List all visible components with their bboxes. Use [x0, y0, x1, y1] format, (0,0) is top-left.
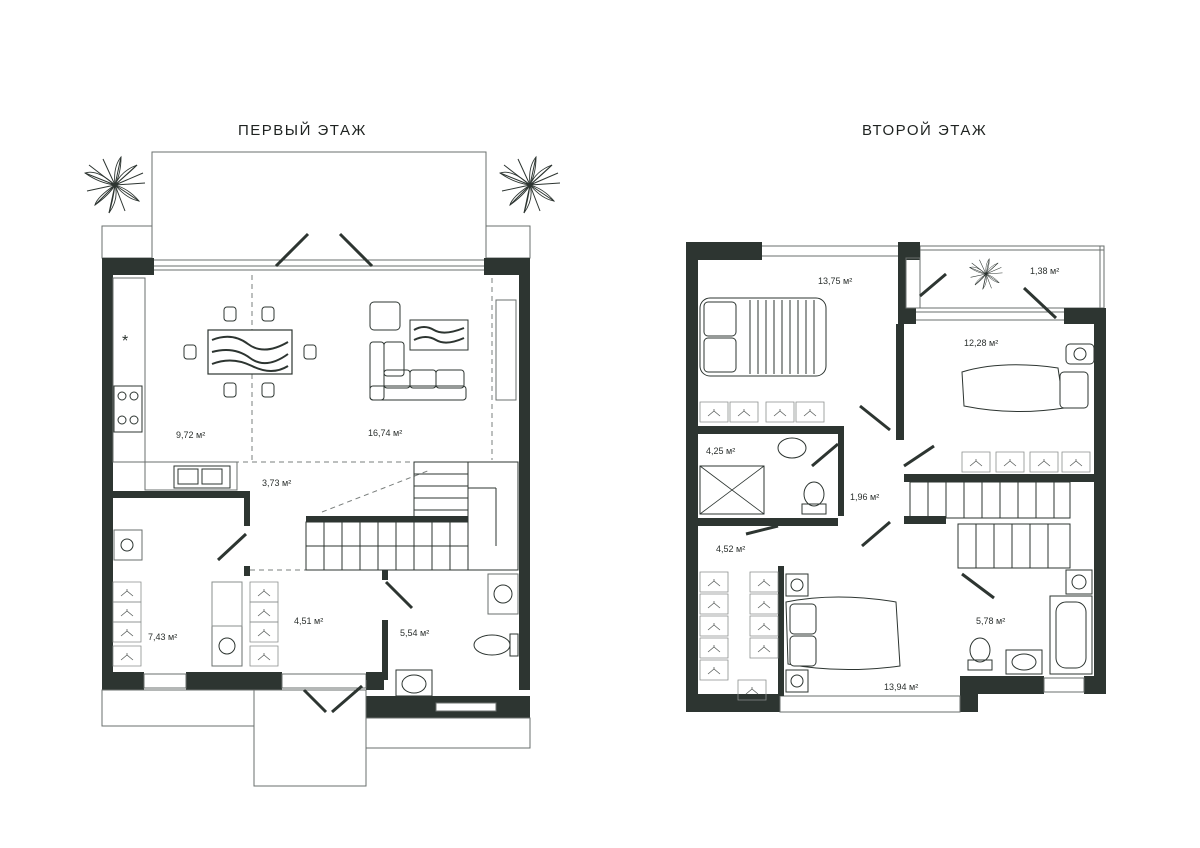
fridge-icon: *: [122, 333, 128, 350]
toilet-icon: [801, 481, 827, 515]
wardrobe-icon: [961, 451, 1091, 473]
room-area-label: 4,25 м²: [706, 446, 735, 456]
first-floor-title: ПЕРВЫЙ ЭТАЖ: [238, 122, 367, 139]
room-area-label: 13,75 м²: [818, 276, 852, 286]
room-area-label: 4,51 м²: [294, 616, 323, 626]
plant-icon: [499, 156, 561, 214]
room-area-label: 7,43 м²: [148, 632, 177, 642]
room-area-label: 13,94 м²: [884, 682, 918, 692]
exterior-walls: [686, 242, 1106, 712]
sofa-icon: [369, 301, 467, 401]
room-area-label: 12,28 м²: [964, 338, 998, 348]
balcony: [919, 245, 1105, 309]
first-floor-plan: *: [84, 151, 561, 787]
second-floor-title: ВТОРОЙ ЭТАЖ: [862, 122, 988, 139]
room-area-label: 1,38 м²: [1030, 266, 1059, 276]
room-area-label: 5,78 м²: [976, 616, 1005, 626]
sink-icon: [395, 669, 433, 697]
second-floor-plan: 13,75 м² 1,38 м² 12,28 м² 4,25 м² 1,96 м…: [686, 242, 1106, 713]
exterior-walls: [102, 258, 530, 718]
sink-icon: [777, 437, 807, 459]
kitchen-counter: *: [112, 277, 238, 491]
stove-icon: [113, 385, 143, 433]
rug-icon: [409, 319, 469, 351]
room-area-label: 3,73 м²: [262, 478, 291, 488]
plant-icon: [969, 258, 1003, 290]
stairs-icon: [305, 461, 519, 571]
interior-walls: [698, 324, 1094, 696]
terrace: [151, 151, 487, 261]
washing-machine-icon: [113, 529, 519, 667]
sink-icon: [1005, 649, 1043, 675]
toilet-icon: [473, 633, 519, 657]
plant-icon: [84, 156, 146, 214]
shower-icon: [699, 465, 765, 515]
stairs-icon: [909, 481, 1071, 569]
toilet-icon: [967, 637, 993, 671]
room-area-label: 1,96 м²: [850, 492, 879, 502]
room-area-label: 4,52 м²: [716, 544, 745, 554]
room-area-label: 16,74 м²: [368, 428, 402, 438]
bed-icon: [699, 297, 827, 377]
room-area-label: 9,72 м²: [176, 430, 205, 440]
interior-walls: [113, 491, 388, 680]
wardrobe-icon: [699, 571, 779, 701]
bathtub-icon: [1049, 569, 1093, 675]
bed-icon: [961, 343, 1095, 413]
wardrobe-icon: [699, 401, 825, 423]
bed-icon: [785, 573, 901, 693]
room-area-label: 5,54 м²: [400, 628, 429, 638]
dining-table-icon: [183, 306, 317, 398]
tv-console: [495, 299, 517, 401]
wardrobe-icon: [112, 581, 279, 667]
sink-icon: [173, 465, 231, 489]
